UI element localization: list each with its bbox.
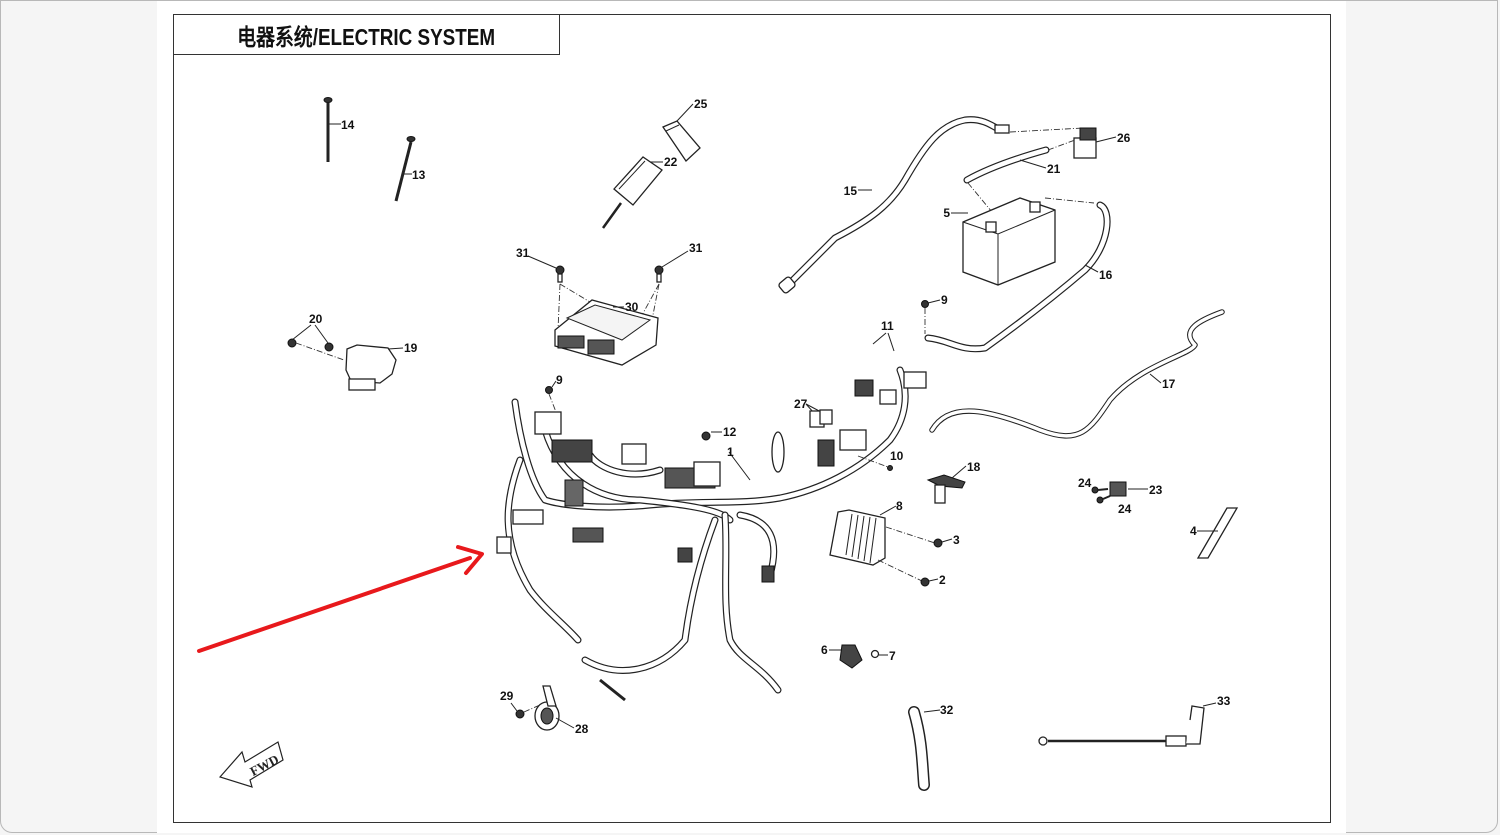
callout-29: 29 [500, 689, 514, 703]
part-1-wiring-harness: 1 [496, 366, 927, 702]
callout-22: 22 [664, 155, 678, 169]
part-18-sensor: 18 [926, 460, 981, 504]
callout-3: 3 [953, 533, 960, 547]
callout-27: 27 [794, 397, 808, 411]
part-6-sensor: 6 7 [821, 643, 896, 669]
part-9-bolt: 9 [545, 373, 563, 413]
callout-26: 26 [1117, 131, 1131, 145]
callout-8: 8 [896, 499, 903, 513]
forward-direction-arrow: FWD [218, 741, 284, 788]
callout-24-top: 24 [1078, 476, 1092, 490]
callout-21: 21 [1047, 162, 1061, 176]
callout-11: 11 [881, 319, 894, 333]
callout-9-right: 9 [941, 293, 948, 307]
part-15-starter-cable: 15 [778, 116, 1084, 294]
diagram-frame [173, 14, 1331, 823]
part-12-clip: 12 [701, 425, 737, 441]
callout-28: 28 [575, 722, 589, 736]
callout-14: 14 [341, 118, 355, 132]
part-23-sensor: 24 24 23 [1078, 476, 1163, 516]
part-22-module: 22 [601, 155, 678, 229]
callout-16: 16 [1099, 268, 1113, 282]
callout-13: 13 [412, 168, 426, 182]
callout-15: 15 [844, 184, 858, 198]
part-5-battery: 5 [943, 197, 1056, 286]
diagram-title: 电器系统/ELECTRIC SYSTEM [237, 23, 496, 50]
callout-4: 4 [1190, 524, 1197, 538]
callout-30: 30 [625, 300, 639, 314]
callout-20: 20 [309, 312, 323, 326]
callout-7: 7 [889, 649, 896, 663]
part-16-negative-cable: 16 9 [921, 197, 1113, 353]
part-14-cable-tie: 14 [323, 97, 355, 162]
callout-18: 18 [967, 460, 981, 474]
part-31-bolts: 31 31 [516, 241, 703, 331]
part-27-relays: 27 [794, 397, 833, 428]
part-30-ecu: 30 [554, 299, 659, 366]
part-28-horn: 29 28 [500, 685, 589, 736]
part-21-positive-cable: 21 [963, 139, 1076, 213]
callout-32: 32 [940, 703, 954, 717]
part-33-ground-wire: 33 [1038, 694, 1231, 747]
part-26-starter-relay: 26 [1073, 127, 1131, 159]
part-10-screw: 10 [857, 449, 904, 471]
red-annotation-arrow [197, 545, 484, 653]
callout-25: 25 [694, 97, 708, 111]
callout-33: 33 [1217, 694, 1231, 708]
part-17-ground-cable: 17 [929, 309, 1225, 439]
callout-5: 5 [943, 206, 950, 220]
part-8-regulator: 8 3 2 [829, 499, 960, 587]
part-19-control-module: 20 19 [287, 312, 418, 391]
callout-2: 2 [939, 573, 946, 587]
part-4-strap: 4 [1190, 507, 1239, 559]
callout-23: 23 [1149, 483, 1163, 497]
part-25-fuse-holder: 25 [662, 97, 708, 162]
callout-12: 12 [723, 425, 737, 439]
callout-6: 6 [821, 643, 828, 657]
callout-31-left: 31 [516, 246, 530, 260]
callout-10: 10 [890, 449, 904, 463]
callout-1: 1 [727, 445, 734, 459]
diagram-page: 电器系统/ELECTRIC SYSTEM [157, 1, 1346, 833]
callout-9-left: 9 [556, 373, 563, 387]
callout-31-right: 31 [689, 241, 703, 255]
callout-17: 17 [1162, 377, 1176, 391]
part-13-cable-tie: 13 [394, 136, 426, 202]
part-11-screws: 11 [872, 319, 895, 352]
callout-24-bottom: 24 [1118, 502, 1132, 516]
title-box: 电器系统/ELECTRIC SYSTEM [173, 14, 560, 55]
part-32-sleeve: 32 [908, 703, 954, 791]
callout-19: 19 [404, 341, 418, 355]
